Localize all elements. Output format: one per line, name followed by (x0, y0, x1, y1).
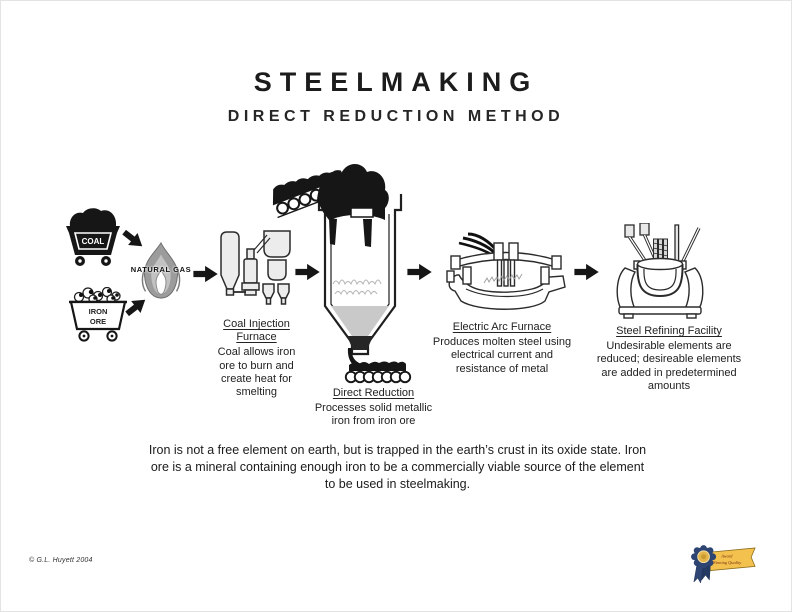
page-subtitle: DIRECT REDUCTION METHOD (227, 108, 565, 125)
natural-gas-label: NATURAL GAS (130, 265, 192, 274)
station-description: Undesirable elements are reduced; desire… (596, 340, 742, 392)
award-ribbon-text-line2: Winning Quality (713, 560, 742, 565)
station-description: Processes solid metallic iron from iron … (314, 402, 433, 428)
coal-injection-furnace-icon (220, 230, 291, 305)
electric-arc-furnace-icon (446, 232, 566, 310)
coal-cart-icon: COAL (66, 208, 120, 266)
flow-arrow-icon (193, 265, 218, 283)
station-caption-coal-injection: Coal Injection Furnace Coal allows iron … (209, 318, 304, 399)
award-ribbon-icon: Award Winning Quality (691, 545, 756, 584)
flow-arrow-icon (122, 229, 143, 247)
iron-ore-label-line2: ORE (90, 317, 106, 326)
direct-reduction-furnace-icon (272, 164, 412, 384)
intro-paragraph: Iron is not a free element on earth, but… (148, 443, 647, 491)
flow-arrow-icon (574, 263, 599, 281)
station-description: Produces molten steel using electrical c… (432, 336, 572, 375)
title-block: STEELMAKING DIRECT REDUCTION METHOD (1, 67, 791, 126)
flow-arrow-icon (295, 263, 320, 281)
iron-ore-cart-icon: IRON ORE (69, 287, 127, 342)
flow-arrow-icon (125, 299, 146, 317)
award-ribbon-text-line1: Award (720, 554, 733, 559)
station-title: Electric Arc Furnace (452, 321, 552, 333)
flow-arrow-icon (407, 263, 432, 281)
station-caption-electric-arc: Electric Arc Furnace Produces molten ste… (429, 321, 575, 376)
station-title: Direct Reduction (332, 387, 415, 399)
station-caption-direct-reduction: Direct Reduction Processes solid metalli… (306, 387, 441, 429)
copyright-notice: © G.L. Huyett 2004 (29, 557, 93, 564)
steel-refining-facility-icon (616, 223, 704, 319)
station-title: Steel Refining Facility (616, 325, 722, 337)
station-caption-steel-refining: Steel Refining Facility Undesirable elem… (593, 325, 745, 393)
iron-ore-label-line1: IRON (89, 307, 108, 316)
natural-gas-flame-icon (141, 241, 181, 299)
page-title: STEELMAKING (253, 67, 539, 97)
station-title: Coal Injection Furnace (223, 318, 290, 344)
coal-cart-label: COAL (82, 237, 105, 246)
station-description: Coal allows iron ore to burn and create … (217, 346, 296, 398)
